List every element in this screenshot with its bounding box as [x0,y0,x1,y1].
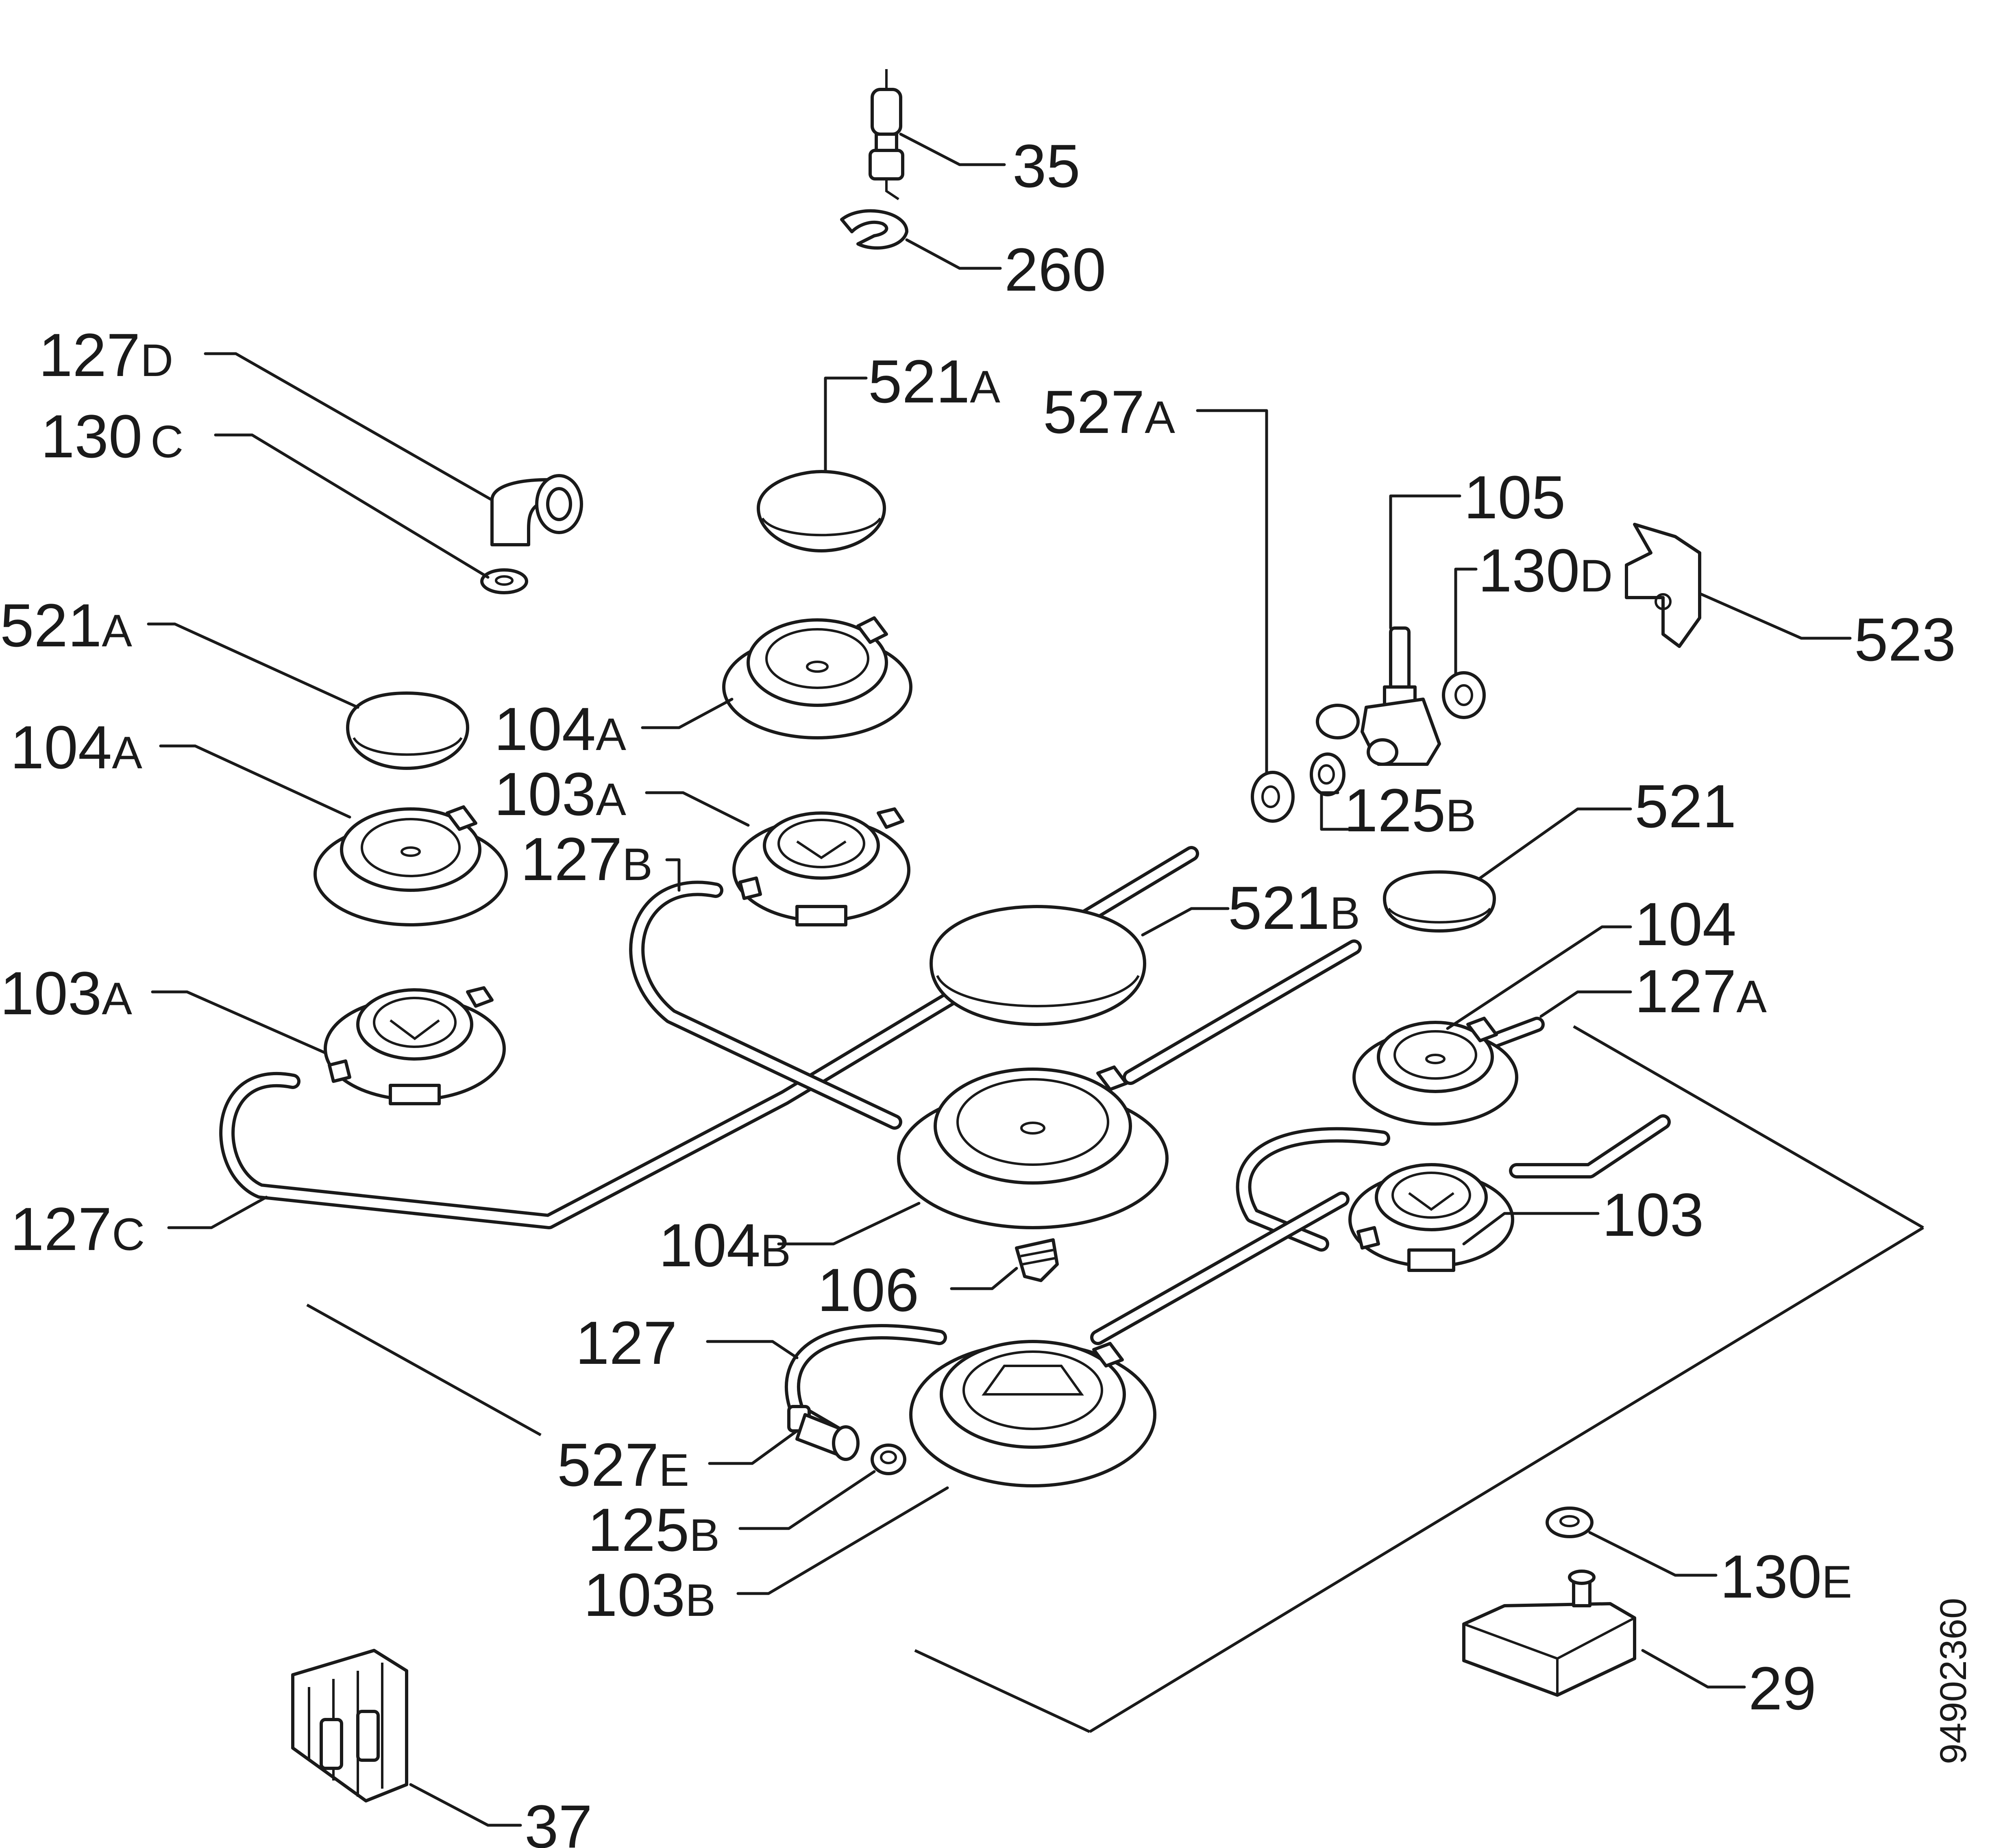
label-35: 35 [1012,132,1080,200]
label-106: 106 [817,1256,919,1324]
label-527E: 527E [557,1431,689,1499]
burner-base-part [732,807,910,926]
washer-part [1442,671,1486,719]
label-37: 37 [525,1792,592,1848]
label-130D: 130D [1478,536,1613,604]
burner-base-part [909,1340,1156,1487]
small-nut-part [871,1444,906,1475]
gas-valve-part [1316,626,1441,766]
burner-cap-part [757,470,886,552]
burner-cap-part [930,905,1146,1026]
burner-cap-part [1383,870,1496,933]
burner-cap-part [346,691,469,770]
label-127A: 127A [1635,957,1767,1025]
label-29: 29 [1748,1654,1816,1722]
burner-crown-part [1352,1017,1518,1126]
clip-part [840,209,908,250]
burner-base-part [324,986,506,1105]
mounting-clip-part [291,1649,408,1802]
label-127B: 127B [520,825,653,893]
burner-crown-part [722,616,912,739]
label-125B-bottom: 125B [588,1496,720,1564]
label-104A-left: 104A [10,713,142,781]
label-103A-left: 103A [0,959,132,1027]
label-521A-left: 521A [0,591,132,659]
spark-electrode-part [869,69,904,200]
burner-crown-part [897,1065,1169,1229]
washer-part [1546,1507,1594,1538]
small-nut-part [1310,752,1345,796]
label-127: 127 [575,1309,677,1377]
burner-base-part [1348,1163,1514,1272]
label-103A-center: 103A [494,760,626,828]
nut-part [1251,771,1295,823]
burner-crown-part [314,805,508,926]
label-103: 103 [1602,1181,1704,1249]
label-104B: 104B [659,1211,791,1279]
label-260: 260 [1004,235,1106,304]
fitting-part [787,1405,860,1461]
label-521A-top: 521A [868,347,1000,415]
injector-part [1015,1238,1059,1282]
label-527A: 527A [1043,378,1175,446]
label-521: 521 [1635,772,1736,840]
label-523: 523 [1854,605,1956,674]
label-103B: 103B [583,1561,716,1629]
ignition-generator-part [1462,1570,1636,1697]
hob-plate-outline [306,1025,1924,1733]
label-104A-center: 104A [494,695,626,763]
leader-lines [147,133,1852,1827]
elbow-connector-part [480,474,583,594]
bracket-part [1625,523,1701,648]
label-104: 104 [1635,890,1736,958]
label-521B: 521B [1228,874,1360,942]
diagram-reference-number: 94902360 [1933,1598,1974,1764]
label-105: 105 [1464,463,1565,531]
label-127D: 127D [39,321,173,389]
label-125B-right: 125B [1344,776,1476,844]
label-130E: 130E [1720,1542,1852,1611]
label-127C: 127C [10,1195,145,1263]
